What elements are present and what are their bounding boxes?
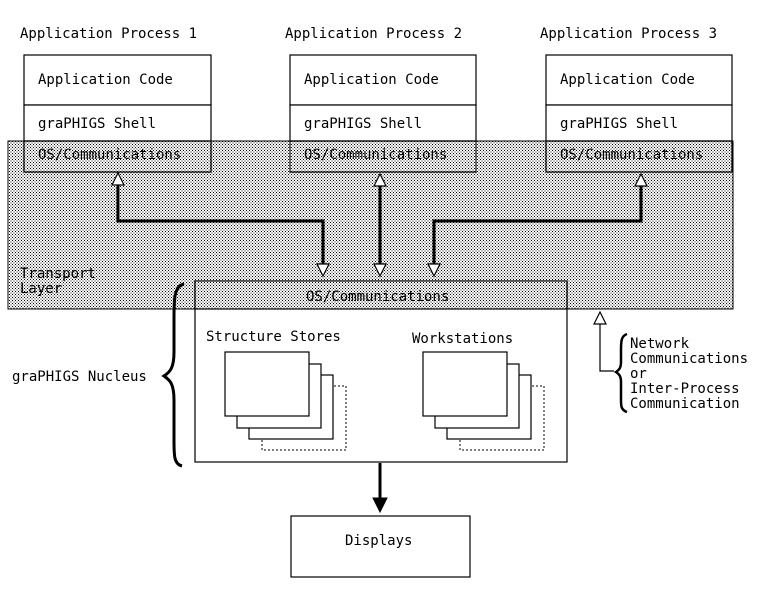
process-1-title: Application Process 1 xyxy=(20,26,197,42)
network-note-line-5: Communication xyxy=(630,396,740,412)
network-note-line-3: or xyxy=(630,366,647,382)
process-3-os-label: OS/Communications xyxy=(560,147,703,163)
displays-label: Displays xyxy=(345,533,412,549)
network-note-line-4: Inter-Process xyxy=(630,381,740,397)
arrow-nucleus-to-displays xyxy=(372,463,388,514)
process-2-code-label: Application Code xyxy=(304,72,439,88)
network-note-arrow xyxy=(593,310,614,372)
process-1-code-label: Application Code xyxy=(38,72,173,88)
structure-stores-label: Structure Stores xyxy=(206,329,341,345)
process-1-shell-label: graPHIGS Shell xyxy=(38,116,156,132)
transport-layer-label-line1: Transport xyxy=(20,266,96,282)
process-2-title: Application Process 2 xyxy=(285,26,462,42)
displays-box xyxy=(290,515,471,578)
network-note-brace xyxy=(613,332,628,414)
process-1-os-label: OS/Communications xyxy=(38,147,181,163)
arrow-process-2-to-nucleus xyxy=(373,172,387,278)
workstations-label: Workstations xyxy=(412,331,513,347)
process-2-shell-label: graPHIGS Shell xyxy=(304,116,422,132)
nucleus-label: graPHIGS Nucleus xyxy=(12,369,147,385)
network-note-text: Network Communications or Inter-Process … xyxy=(630,336,748,412)
process-2-os-label: OS/Communications xyxy=(304,147,447,163)
transport-layer-label-line2: Layer xyxy=(20,281,62,297)
arrow-process-1-to-nucleus xyxy=(111,171,330,278)
nucleus-os-label: OS/Communications xyxy=(306,289,449,305)
structure-stores-stack xyxy=(224,351,347,451)
nucleus-brace xyxy=(161,282,185,468)
process-3-shell-label: graPHIGS Shell xyxy=(560,116,678,132)
process-2-box: Application Code graPHIGS Shell OS/Commu… xyxy=(289,54,477,173)
process-1-box: Application Code graPHIGS Shell OS/Commu… xyxy=(23,54,212,173)
network-note-line-2: Communications xyxy=(630,351,748,367)
arrow-process-3-to-nucleus xyxy=(427,172,648,278)
network-note-line-1: Network xyxy=(630,336,690,352)
process-3-box: Application Code graPHIGS Shell OS/Commu… xyxy=(545,54,733,173)
process-3-title: Application Process 3 xyxy=(540,26,717,42)
process-3-code-label: Application Code xyxy=(560,72,695,88)
workstations-stack xyxy=(422,351,545,451)
